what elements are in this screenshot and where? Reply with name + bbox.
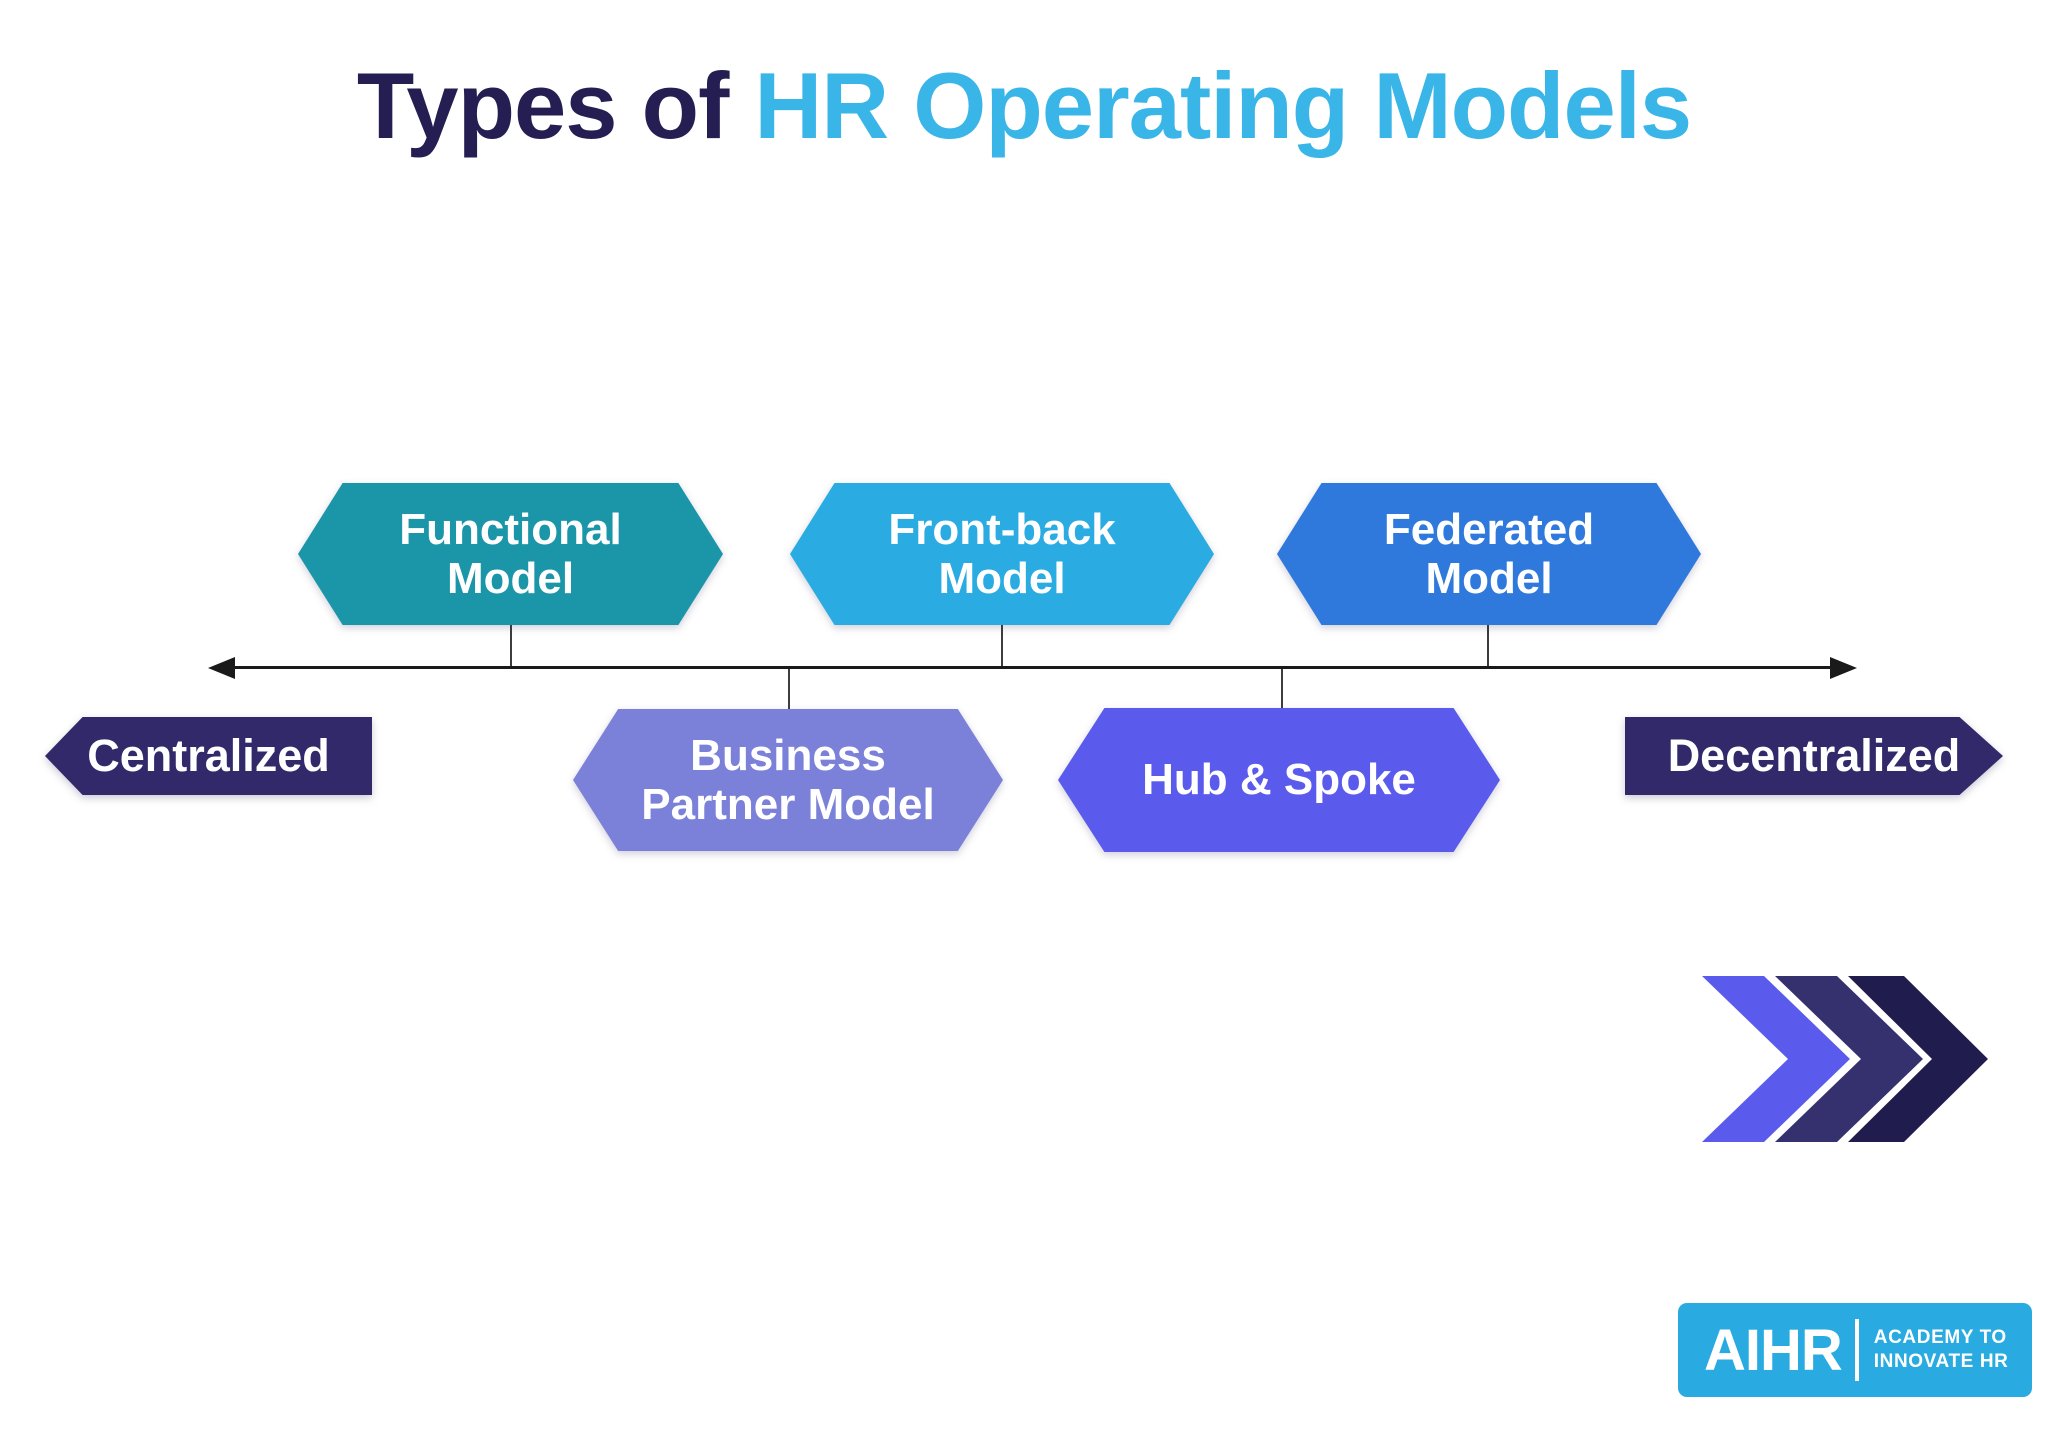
model-label-line2: Model — [1425, 554, 1553, 603]
aihr-logo-brand: AIHR — [1704, 1317, 1843, 1383]
connector-federated — [1487, 625, 1489, 669]
connector-business-partner — [788, 669, 790, 710]
model-label-line1: Federated — [1383, 504, 1595, 554]
connector-functional — [510, 625, 512, 669]
connector-hub-spoke — [1281, 669, 1283, 709]
title-prefix: Types of — [356, 53, 730, 158]
model-label: Federated Model — [1384, 505, 1594, 604]
axis-arrow-right-icon — [1830, 656, 1857, 679]
hexagon-shape: Front-back Model — [790, 483, 1214, 625]
model-label: Hub & Spoke — [1142, 755, 1416, 804]
model-hexagon-functional: Functional Model — [298, 483, 723, 625]
model-label: Front-back Model — [888, 505, 1115, 604]
model-hexagon-federated: Federated Model — [1277, 483, 1701, 625]
aihr-logo: AIHR ACADEMY TO INNOVATE HR — [1678, 1303, 2032, 1397]
axis-label-text: Decentralized — [1667, 730, 1961, 781]
model-label-line1: Hub & Spoke — [1142, 755, 1416, 805]
model-label-line2: Partner Model — [641, 780, 935, 829]
aihr-tagline-line2: INNOVATE HR — [1873, 1351, 2009, 1372]
model-hexagon-front-back: Front-back Model — [790, 483, 1214, 625]
model-label: Functional Model — [399, 505, 621, 604]
aihr-logo-tagline: ACADEMY TO INNOVATE HR — [1874, 1326, 2009, 1374]
model-hexagon-business-partner: Business Partner Model — [573, 709, 1003, 851]
triple-chevron-icon — [1702, 976, 1988, 1142]
model-hexagon-hub-spoke: Hub & Spoke — [1058, 708, 1500, 852]
model-label-line2: Model — [446, 554, 575, 603]
hexagon-shape: Business Partner Model — [573, 709, 1003, 851]
model-label-line1: Functional — [399, 504, 622, 554]
aihr-tagline-line1: ACADEMY TO — [1873, 1327, 2007, 1348]
model-label-line2: Model — [938, 554, 1066, 603]
chevron-1-icon — [1702, 976, 1850, 1142]
connector-front-back — [1001, 625, 1003, 669]
axis-label-decentralized: Decentralized — [1625, 717, 2003, 795]
axis-line — [234, 666, 1832, 669]
axis-label-text: Centralized — [87, 730, 330, 781]
title-highlight: HR Operating Models — [754, 53, 1692, 158]
model-label-line1: Business — [690, 730, 886, 780]
tag-shape: Centralized — [45, 717, 372, 795]
model-label-line1: Front-back — [888, 504, 1116, 554]
hexagon-shape: Functional Model — [298, 483, 723, 625]
hexagon-shape: Federated Model — [1277, 483, 1701, 625]
aihr-logo-divider — [1854, 1319, 1859, 1381]
hexagon-shape: Hub & Spoke — [1058, 708, 1500, 852]
axis-arrow-left-icon — [208, 656, 235, 679]
tag-shape: Decentralized — [1625, 717, 2003, 795]
chevron-2-icon — [1775, 976, 1923, 1142]
model-label: Business Partner Model — [641, 731, 934, 830]
axis-label-centralized: Centralized — [45, 717, 372, 795]
chevron-3-icon — [1848, 976, 1988, 1142]
